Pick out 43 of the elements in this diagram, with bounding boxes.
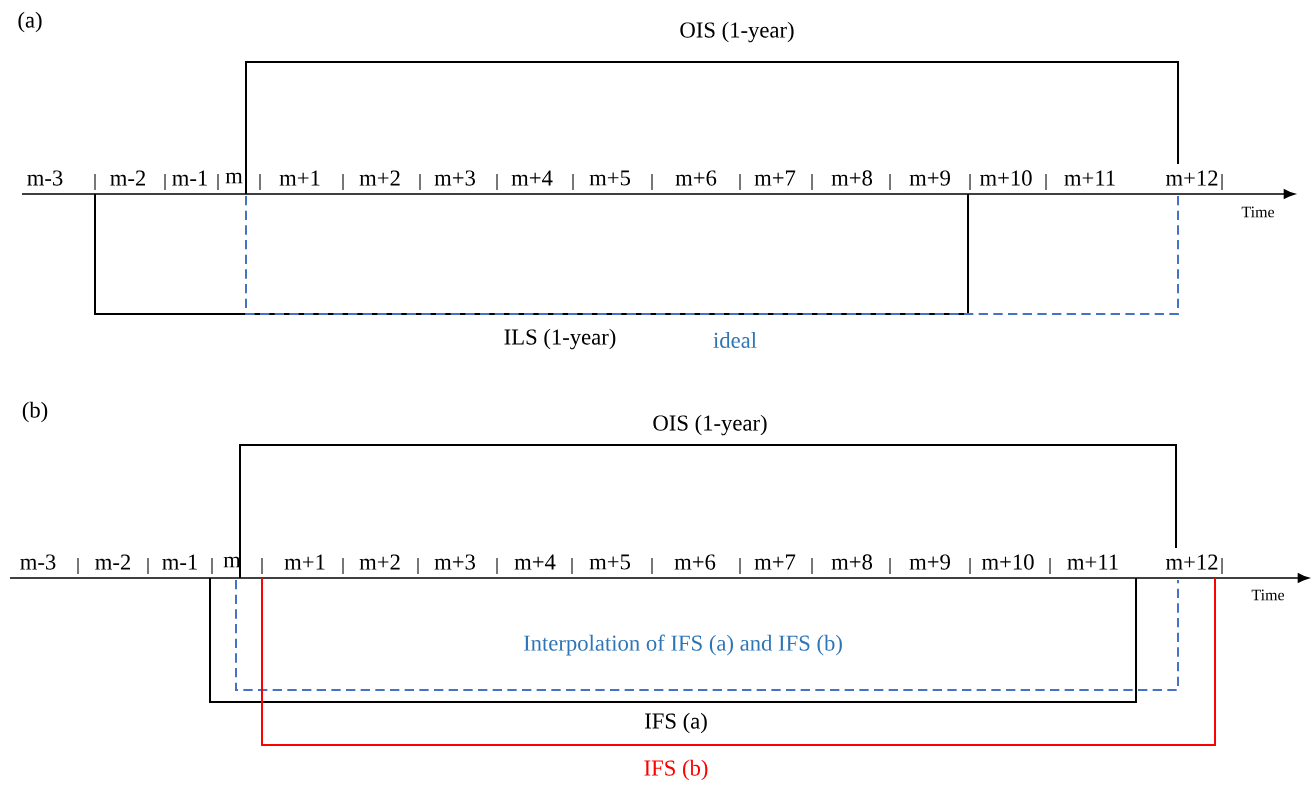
label: m+9 [909, 170, 950, 186]
label: Interpolation of IFS (a) and IFS (b) [523, 634, 842, 656]
label: m-3 [20, 554, 56, 570]
label: m+8 [831, 554, 873, 570]
label: m+5 [589, 170, 630, 186]
label: m-2 [95, 554, 130, 570]
label: Time [1251, 589, 1285, 601]
label: m+4 [511, 170, 553, 186]
label: m+7 [754, 170, 796, 186]
label: (b) [22, 401, 48, 423]
label: m+12 [1165, 170, 1218, 186]
label: m+2 [359, 554, 400, 570]
label: m+1 [279, 170, 320, 186]
label: m+6 [674, 554, 716, 570]
label: m-1 [162, 554, 197, 570]
label: m+3 [434, 554, 475, 570]
label: m+1 [284, 554, 325, 570]
label: m-3 [27, 170, 63, 186]
label: m+5 [589, 554, 630, 570]
label: IFS (a) [645, 712, 707, 734]
label: m [223, 556, 241, 568]
label: IFS (b) [644, 759, 708, 781]
label: m+9 [909, 554, 950, 570]
label: m-1 [172, 170, 207, 186]
label: m+11 [1064, 170, 1115, 186]
label: m+2 [359, 170, 400, 186]
label: m [225, 172, 243, 184]
label: ILS (1-year) [504, 328, 616, 350]
label: m+10 [981, 554, 1034, 570]
label: OIS (1-year) [680, 21, 794, 43]
label: m+8 [831, 170, 873, 186]
label: m+10 [979, 170, 1032, 186]
label: m+3 [434, 170, 475, 186]
label: m+7 [754, 554, 796, 570]
label: m+11 [1067, 554, 1118, 570]
label: (a) [18, 11, 42, 33]
label: OIS (1-year) [653, 414, 767, 436]
label: m+4 [514, 554, 556, 570]
label: Time [1241, 206, 1275, 218]
label: ideal [713, 332, 757, 348]
label: m+6 [675, 170, 717, 186]
label: m+12 [1165, 554, 1218, 570]
label: m-2 [110, 170, 145, 186]
